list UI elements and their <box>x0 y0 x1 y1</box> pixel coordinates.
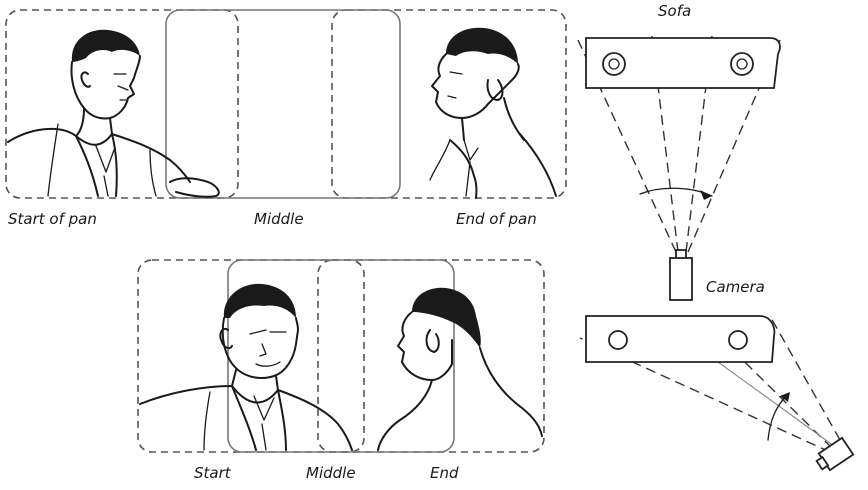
label-sofa: Sofa <box>658 2 691 20</box>
top-right-man-illustration <box>430 28 556 198</box>
cushion-bottom-right <box>729 331 747 349</box>
plan-view-angled <box>580 316 853 473</box>
cushion-left <box>603 53 625 75</box>
label-top-end: End of pan <box>456 210 537 228</box>
bottom-pan-sequence: Start Middle End <box>138 260 544 482</box>
bottom-right-man-illustration <box>378 288 542 450</box>
bottom-end-frame <box>318 260 544 452</box>
plan-view-straight: Sofa Camera <box>578 2 780 300</box>
top-pan-sequence: Start of pan Middle End of pan <box>6 10 566 228</box>
angled-pan-arrow-head <box>780 392 790 402</box>
top-left-man-illustration <box>8 30 219 197</box>
label-top-start: Start of pan <box>8 210 97 228</box>
cushion-bottom-left <box>609 331 627 349</box>
bottom-left-man-illustration <box>140 284 352 450</box>
label-top-middle: Middle <box>254 210 304 228</box>
top-middle-frame <box>166 10 400 198</box>
camera-angled <box>814 438 853 474</box>
label-bottom-end: End <box>430 464 459 482</box>
label-bottom-start: Start <box>194 464 232 482</box>
camera-top-body <box>670 258 692 300</box>
top-end-frame <box>332 10 566 198</box>
cushion-right <box>731 53 753 75</box>
label-camera: Camera <box>706 278 765 296</box>
label-bottom-middle: Middle <box>306 464 356 482</box>
